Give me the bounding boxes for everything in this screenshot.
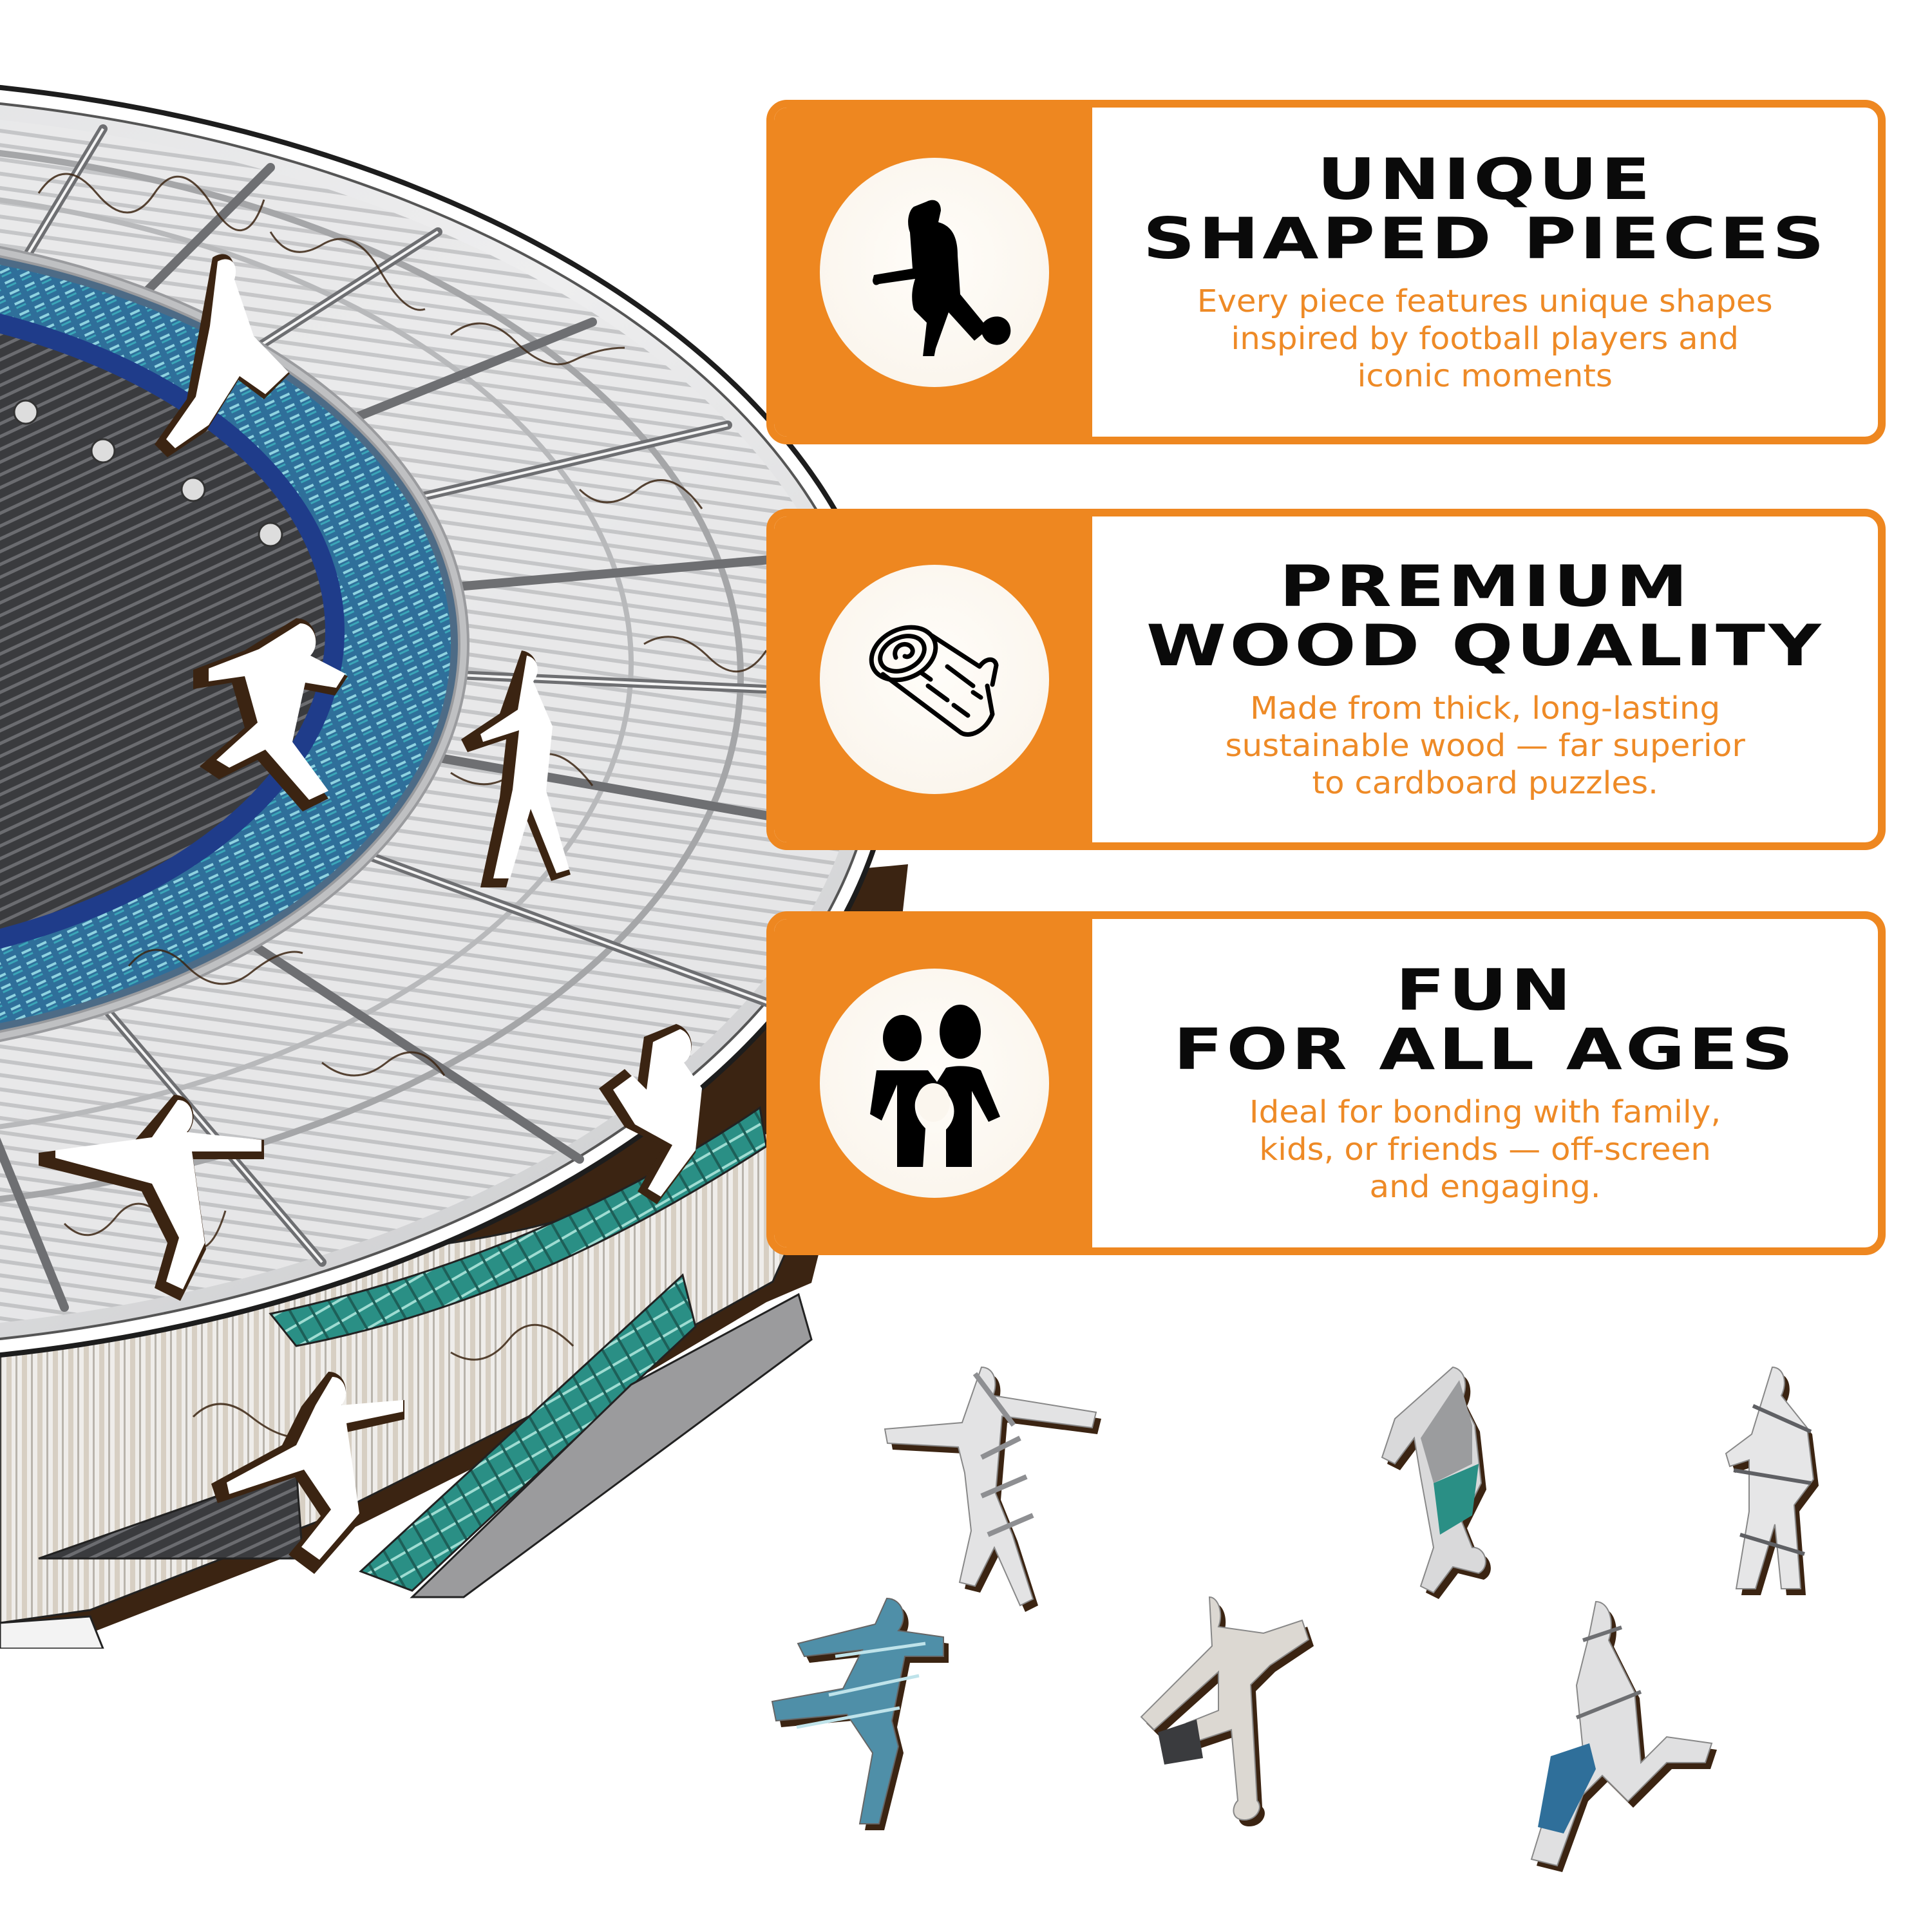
card-title: UNIQUE SHAPED PIECES xyxy=(1142,146,1828,272)
loose-piece-running xyxy=(1499,1600,1732,1872)
family-icon xyxy=(870,1005,1000,1167)
card-description: Made from thick, long-lasting sustainabl… xyxy=(1225,690,1745,801)
loose-piece-diving-kick xyxy=(771,1597,974,1837)
feature-card-fun-all-ages: FUN FOR ALL AGES Ideal for bonding with … xyxy=(766,911,1886,1255)
football-player-kicking-icon xyxy=(873,200,1011,356)
loose-piece-dribbling xyxy=(1363,1366,1499,1607)
player-cutouts xyxy=(39,254,702,1574)
card-content: UNIQUE SHAPED PIECES Every piece feature… xyxy=(1092,108,1878,437)
card-content: FUN FOR ALL AGES Ideal for bonding with … xyxy=(1092,919,1878,1247)
stadium-puzzle-illustration xyxy=(0,0,940,1650)
card-content: PREMIUM WOOD QUALITY Made from thick, lo… xyxy=(1092,516,1878,842)
loose-piece-standing xyxy=(1721,1366,1832,1604)
card-description: Every piece features unique shapes inspi… xyxy=(1197,283,1773,394)
icon-badge xyxy=(820,969,1049,1198)
loose-piece-arms-spread xyxy=(884,1366,1130,1612)
feature-card-premium-wood: PREMIUM WOOD QUALITY Made from thick, lo… xyxy=(766,509,1886,850)
card-description: Ideal for bonding with family, kids, or … xyxy=(1249,1094,1721,1205)
card-title: PREMIUM WOOD QUALITY xyxy=(1146,553,1824,679)
icon-badge xyxy=(820,157,1049,387)
wood-log-icon xyxy=(869,625,999,737)
loose-piece-back-kick xyxy=(1126,1596,1318,1835)
icon-badge xyxy=(820,565,1049,794)
card-title: FUN FOR ALL AGES xyxy=(1173,957,1797,1083)
feature-card-unique-pieces: UNIQUE SHAPED PIECES Every piece feature… xyxy=(766,100,1886,444)
